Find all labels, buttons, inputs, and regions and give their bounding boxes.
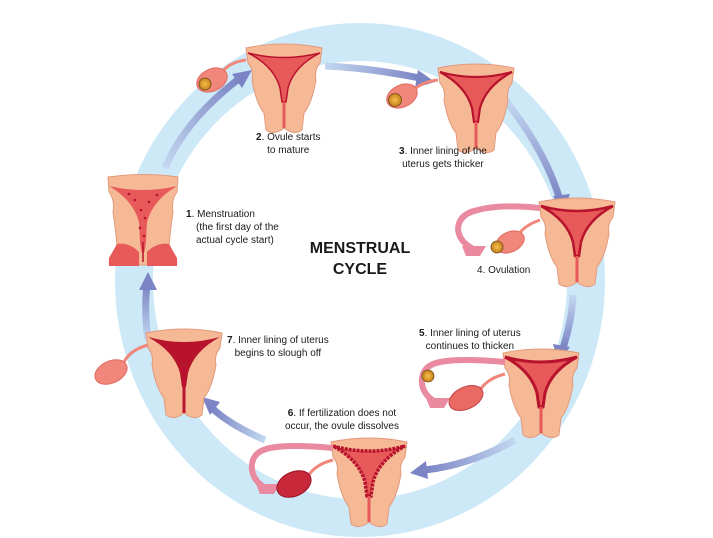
stage-label-4: 4. Ovulation xyxy=(477,265,531,276)
arrow-6-to-7 xyxy=(209,405,267,444)
cycle-arrows xyxy=(139,62,577,479)
uterus-stage-1 xyxy=(107,174,179,266)
ovary-stage-5 xyxy=(418,357,506,412)
stage-number: 2 xyxy=(256,132,262,143)
uterus-stage-3 xyxy=(437,63,515,154)
ovary-stage-6 xyxy=(248,443,334,498)
uterus-stage-7 xyxy=(145,328,223,419)
arrow-7-to-1 xyxy=(142,284,152,341)
stage-number: 6 xyxy=(287,408,294,419)
ovule-icon xyxy=(421,369,435,383)
ovule-icon xyxy=(388,93,402,107)
stage-label-3: 3. Inner lining of the uterus gets thick… xyxy=(399,146,487,170)
stage-label-1: 1. Menstruation (the first day of the ac… xyxy=(186,209,279,246)
stage-number: 1 xyxy=(186,209,192,220)
arrow-head-1-to-2 xyxy=(232,70,252,88)
arrow-3-to-4 xyxy=(502,97,564,202)
stage-number: 4 xyxy=(477,265,483,276)
stage-number: 7 xyxy=(227,335,233,346)
arrow-head-6-to-7 xyxy=(202,397,220,415)
arrow-4-to-5 xyxy=(559,294,577,350)
stage-number: 5 xyxy=(419,328,425,339)
uterus-stage-6 xyxy=(330,437,408,528)
arrow-2-to-3 xyxy=(324,62,421,82)
stage-label-6: 6. If fertilization does not occur, the … xyxy=(285,408,399,432)
title-line-2: CYCLE xyxy=(332,261,388,278)
uterus-stage-2 xyxy=(245,43,323,134)
arrow-5-to-6 xyxy=(424,436,517,474)
uterus-stage-4 xyxy=(538,197,616,288)
stage-label-5: 5. Inner lining of uterus continues to t… xyxy=(419,328,521,352)
diagram-title: MENSTRUAL CYCLE xyxy=(290,238,430,280)
stage-label-2: 2. Ovule starts to mature xyxy=(256,132,321,156)
ovary-stage-7 xyxy=(94,343,149,385)
title-line-1: MENSTRUAL xyxy=(309,240,411,257)
stage-number: 3 xyxy=(399,146,405,157)
arrow-head-5-to-6 xyxy=(410,461,428,479)
ovule-icon xyxy=(198,77,212,91)
arrow-head-2-to-3 xyxy=(415,70,435,88)
ovary-stage-3 xyxy=(386,78,439,109)
ovary-stage-4 xyxy=(454,203,541,256)
ovary-stage-2 xyxy=(196,58,247,93)
stage-label-7: 7. Inner lining of uterus begins to slou… xyxy=(227,335,329,359)
arrow-1-to-2 xyxy=(161,75,243,170)
uterus-stage-5 xyxy=(502,348,580,439)
arrow-head-7-to-1 xyxy=(139,272,157,290)
ovule-icon xyxy=(490,240,504,254)
